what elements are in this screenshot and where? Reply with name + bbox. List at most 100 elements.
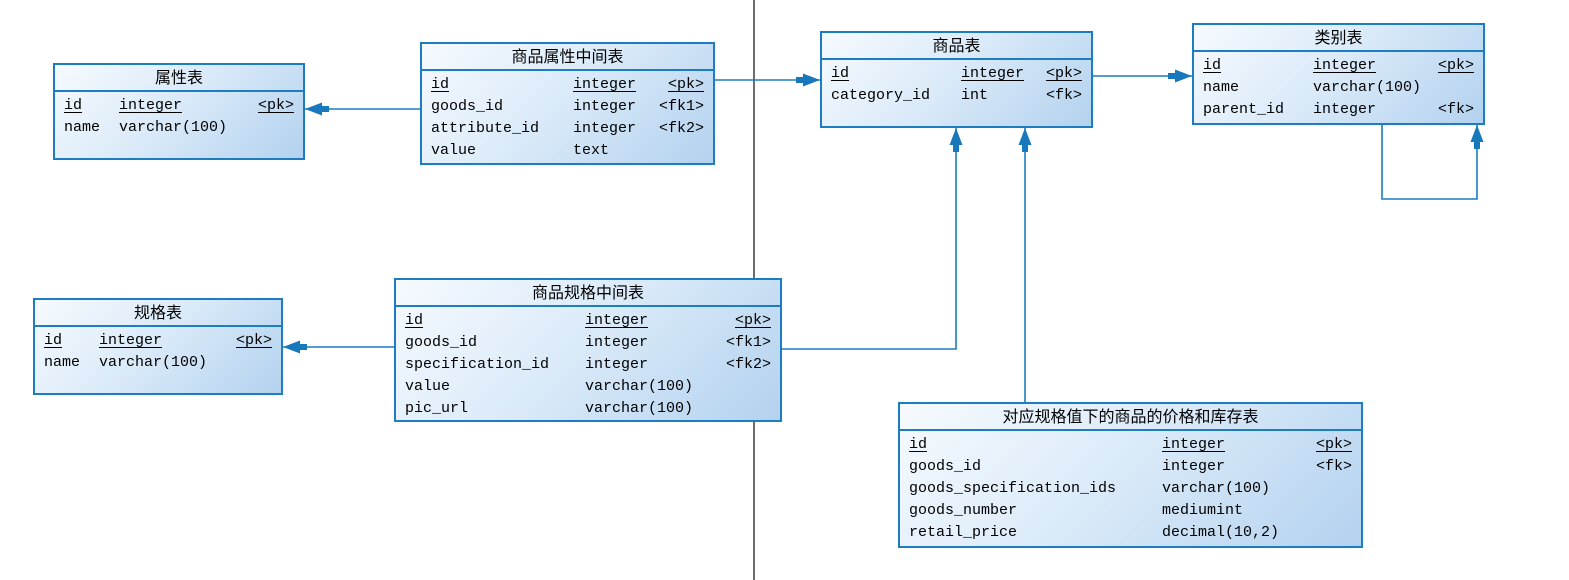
table-title: 商品表 (822, 33, 1091, 60)
column-type: integer (119, 97, 183, 114)
column-name: id (405, 312, 424, 329)
column-key: <pk> (1045, 65, 1082, 82)
table-columns: id integer <pk> category_id int <fk> (822, 60, 1091, 107)
column-key: <pk> (235, 332, 272, 349)
column-key: <pk> (734, 312, 771, 329)
table-row: parent_id integer <fk> (1203, 99, 1474, 121)
column-type: mediumint (1162, 502, 1244, 519)
column-name: id (64, 97, 83, 114)
column-name: value (431, 142, 477, 159)
column-name: parent_id (1203, 101, 1285, 118)
table-title: 商品规格中间表 (396, 280, 780, 307)
column-type: integer (1313, 101, 1377, 118)
relation-goodsspecification-to-goods[interactable] (782, 128, 963, 350)
table-row: id integer <pk> (64, 95, 294, 117)
column-type: integer (573, 98, 637, 115)
column-type: integer (585, 312, 649, 329)
column-name: retail_price (909, 524, 1018, 541)
table-row: id integer <pk> (831, 63, 1082, 85)
table-row: retail_price decimal(10,2) (909, 522, 1352, 544)
table-row: pic_url varchar(100) (405, 398, 771, 420)
table-row: category_id int <fk> (831, 85, 1082, 107)
column-type: integer (961, 65, 1025, 82)
table-columns: id integer <pk> goods_id integer <fk> go… (900, 431, 1361, 544)
column-name: id (909, 436, 928, 453)
table-columns: id integer <pk> name varchar(100) (55, 92, 303, 139)
column-name: id (44, 332, 63, 349)
table-attribute[interactable]: 属性表 id integer <pk> name varchar(100) (53, 63, 305, 160)
column-type: int (961, 87, 989, 104)
table-title: 规格表 (35, 300, 281, 327)
column-type: varchar(100) (1313, 79, 1422, 96)
column-type: varchar(100) (99, 354, 208, 371)
column-name: name (44, 354, 81, 371)
column-type: varchar(100) (119, 119, 228, 136)
column-name: goods_id (909, 458, 982, 475)
relation-category-self-loop[interactable] (1381, 124, 1484, 200)
table-row: name varchar(100) (1203, 77, 1474, 99)
table-specification[interactable]: 规格表 id integer <pk> name varchar(100) (33, 298, 283, 395)
column-key: <fk1> (725, 334, 771, 351)
table-row: goods_id integer <fk1> (431, 96, 704, 118)
table-row: goods_id integer <fk> (909, 456, 1352, 478)
column-type: integer (585, 356, 649, 373)
column-type: varchar(100) (585, 378, 694, 395)
table-row: id integer <pk> (44, 330, 272, 352)
column-key: <fk> (1437, 101, 1474, 118)
column-type: integer (1313, 57, 1377, 74)
column-type: integer (573, 120, 637, 137)
table-row: goods_specification_ids varchar(100) (909, 478, 1352, 500)
column-type: integer (1162, 458, 1226, 475)
column-type: varchar(100) (585, 400, 694, 417)
table-columns: id integer <pk> goods_id integer <fk1> s… (396, 307, 780, 420)
table-goods-price-stock[interactable]: 对应规格值下的商品的价格和库存表 id integer <pk> goods_i… (898, 402, 1363, 548)
column-key: <pk> (1315, 436, 1352, 453)
column-name: goods_specification_ids (909, 480, 1117, 497)
column-name: id (431, 76, 450, 93)
table-title: 对应规格值下的商品的价格和库存表 (900, 404, 1361, 431)
column-name: goods_number (909, 502, 1018, 519)
column-type: integer (573, 76, 637, 93)
table-goods[interactable]: 商品表 id integer <pk> category_id int <fk> (820, 31, 1093, 128)
column-name: id (1203, 57, 1222, 74)
column-name: category_id (831, 87, 931, 104)
column-type: integer (99, 332, 163, 349)
column-name: name (1203, 79, 1240, 96)
table-row: specification_id integer <fk2> (405, 354, 771, 376)
column-key: <pk> (667, 76, 704, 93)
column-name: goods_id (405, 334, 478, 351)
column-name: goods_id (431, 98, 504, 115)
table-row: id integer <pk> (909, 434, 1352, 456)
column-name: id (831, 65, 850, 82)
column-key: <fk2> (658, 120, 704, 137)
column-type: integer (585, 334, 649, 351)
column-name: specification_id (405, 356, 550, 373)
table-category[interactable]: 类别表 id integer <pk> name varchar(100) pa… (1192, 23, 1485, 125)
table-row: goods_id integer <fk1> (405, 332, 771, 354)
column-name: pic_url (405, 400, 469, 417)
column-key: <fk2> (725, 356, 771, 373)
table-row: attribute_id integer <fk2> (431, 118, 704, 140)
table-row: value varchar(100) (405, 376, 771, 398)
table-row: value text (431, 140, 704, 162)
column-name: value (405, 378, 451, 395)
table-row: name varchar(100) (64, 117, 294, 139)
table-goods-specification[interactable]: 商品规格中间表 id integer <pk> goods_id integer… (394, 278, 782, 422)
column-name: name (64, 119, 101, 136)
column-type: decimal(10,2) (1162, 524, 1280, 541)
table-row: id integer <pk> (405, 310, 771, 332)
table-title: 商品属性中间表 (422, 44, 713, 71)
table-row: id integer <pk> (431, 74, 704, 96)
column-key: <fk1> (658, 98, 704, 115)
table-row: name varchar(100) (44, 352, 272, 374)
column-key: <fk> (1045, 87, 1082, 104)
table-title: 类别表 (1194, 25, 1483, 52)
column-type: integer (1162, 436, 1226, 453)
table-goods-attribute[interactable]: 商品属性中间表 id integer <pk> goods_id integer… (420, 42, 715, 165)
column-key: <pk> (1437, 57, 1474, 74)
table-title: 属性表 (55, 65, 303, 92)
column-name: attribute_id (431, 120, 540, 137)
column-key: <pk> (257, 97, 294, 114)
column-key: <fk> (1315, 458, 1352, 475)
